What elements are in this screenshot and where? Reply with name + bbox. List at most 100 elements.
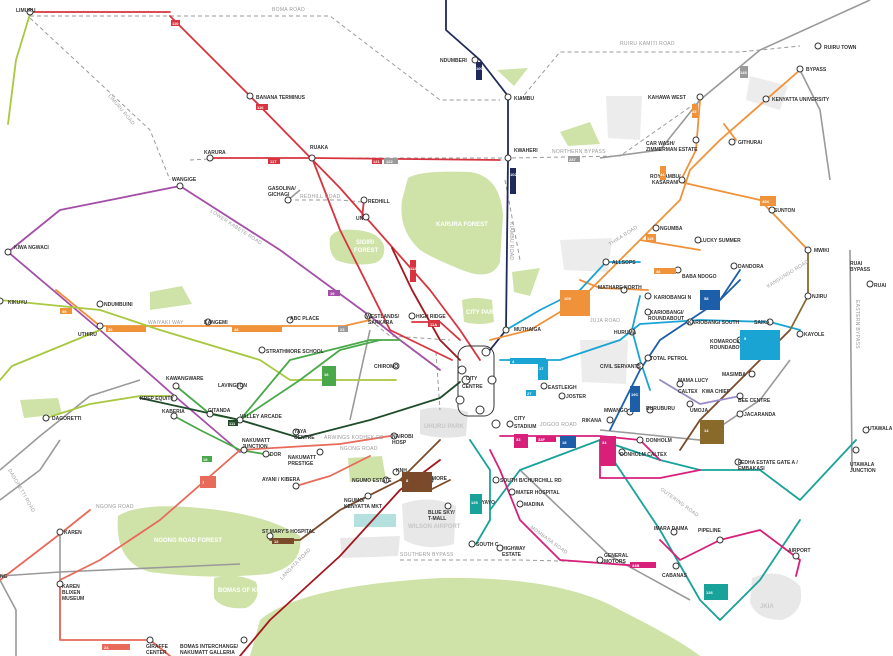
- station-kaberia[interactable]: [170, 412, 178, 420]
- station-south-c[interactable]: [468, 540, 476, 548]
- station-ruai[interactable]: [866, 280, 874, 288]
- station-ngumo-kmkt[interactable]: [364, 492, 372, 500]
- station-eastleigh[interactable]: [540, 382, 548, 390]
- station-ndumbuini[interactable]: [96, 300, 104, 308]
- station-kayole[interactable]: [796, 330, 804, 338]
- station-utawala-junction[interactable]: [852, 446, 860, 454]
- station-buruburu[interactable]: [646, 406, 654, 414]
- station-mathare-north[interactable]: [620, 286, 628, 294]
- station-un[interactable]: [362, 213, 370, 221]
- station-ndumberi[interactable]: [471, 56, 479, 64]
- station-chiromo[interactable]: [392, 362, 400, 370]
- station-kahawa-west[interactable]: [696, 93, 704, 101]
- station-karura[interactable]: [206, 154, 214, 162]
- station-donholm-caltex[interactable]: [618, 448, 626, 456]
- station-nairobi-hosp[interactable]: [390, 432, 398, 440]
- station-kiambu[interactable]: [504, 93, 512, 101]
- station-allsops[interactable]: [602, 258, 610, 266]
- station-saika[interactable]: [766, 318, 774, 326]
- station-city-centre[interactable]: [461, 375, 471, 385]
- station-pipeline[interactable]: [716, 536, 724, 544]
- hub-node-1[interactable]: [481, 347, 491, 357]
- station-krep[interactable]: [170, 394, 178, 402]
- station-limuru[interactable]: [26, 8, 34, 16]
- station-knh[interactable]: [392, 468, 400, 476]
- station-imara-daima[interactable]: [670, 528, 678, 536]
- station-civil-servants[interactable]: [636, 362, 644, 370]
- station-nakumatt[interactable]: [240, 446, 248, 454]
- station-dagoretti[interactable]: [42, 414, 50, 422]
- station-ayani[interactable]: [292, 482, 300, 490]
- hub-node-2[interactable]: [457, 365, 467, 375]
- station-sunton[interactable]: [768, 206, 776, 214]
- station-kangemi[interactable]: [204, 318, 212, 326]
- station-dandora[interactable]: [730, 262, 738, 270]
- station-south-b-churchill[interactable]: [492, 476, 500, 484]
- station-njiru[interactable]: [804, 292, 812, 300]
- station-kariobangi-r[interactable]: [644, 308, 652, 316]
- station-fedha[interactable]: [734, 458, 742, 466]
- station-kawangware[interactable]: [172, 382, 180, 390]
- station-highway[interactable]: [496, 544, 504, 552]
- hub-node-3[interactable]: [487, 375, 497, 385]
- station-ruiru-town[interactable]: [814, 42, 822, 50]
- station-westlands[interactable]: [364, 312, 372, 320]
- station-mwiki[interactable]: [804, 246, 812, 254]
- station-lucky-summer[interactable]: [694, 236, 702, 244]
- station-ngumo-estate[interactable]: [382, 476, 390, 484]
- station-huruma[interactable]: [628, 328, 636, 336]
- station-kariobangi-south[interactable]: [686, 318, 694, 326]
- station-jacaranda[interactable]: [736, 410, 744, 418]
- station-madina[interactable]: [516, 500, 524, 508]
- station-total-petrol[interactable]: [644, 354, 652, 362]
- station-dor[interactable]: [262, 450, 270, 458]
- station-kenyatta-uni[interactable]: [762, 95, 770, 103]
- station-utawala[interactable]: [862, 426, 870, 434]
- hub-node-4[interactable]: [455, 395, 465, 405]
- station-bypass[interactable]: [796, 65, 804, 73]
- station-donholm[interactable]: [636, 436, 644, 444]
- station-st-marys[interactable]: [266, 532, 274, 540]
- station-gasolina[interactable]: [284, 196, 292, 204]
- station-mama-lucy[interactable]: [676, 380, 684, 388]
- station-kikuyu[interactable]: [0, 297, 4, 305]
- station-muthaiga[interactable]: [502, 326, 510, 334]
- station-gitanda[interactable]: [206, 410, 214, 418]
- station-karen[interactable]: [56, 528, 64, 536]
- station-uthiru[interactable]: [96, 322, 104, 330]
- station-ruaka[interactable]: [308, 154, 316, 162]
- hub-node-6[interactable]: [491, 419, 501, 429]
- station-kiwa-ngwaci[interactable]: [4, 248, 12, 256]
- station-roysambu[interactable]: [678, 176, 686, 184]
- station-bomas-interchange[interactable]: [240, 636, 248, 644]
- station-kwaheri[interactable]: [504, 154, 512, 162]
- station-wangige[interactable]: [176, 182, 184, 190]
- station-city-stadium[interactable]: [506, 420, 514, 428]
- station-strathmore-school[interactable]: [258, 346, 266, 354]
- stop-label-highway-1: HIGHWAY: [502, 546, 526, 552]
- station-general-motors[interactable]: [596, 556, 604, 564]
- station-giraffe[interactable]: [146, 636, 154, 644]
- station-abc-place[interactable]: [286, 316, 294, 324]
- station-karen-blixen[interactable]: [56, 580, 64, 588]
- station-joster[interactable]: [558, 392, 566, 400]
- station-nakumatt-prestige[interactable]: [316, 448, 324, 456]
- hub-node-5[interactable]: [475, 405, 485, 415]
- station-kariobangi-n[interactable]: [644, 292, 652, 300]
- station-rikana[interactable]: [606, 416, 614, 424]
- station-lavington[interactable]: [236, 382, 244, 390]
- station-car-wash[interactable]: [692, 136, 700, 144]
- station-ngumba[interactable]: [652, 224, 660, 232]
- station-masimba[interactable]: [748, 370, 756, 378]
- station-banana[interactable]: [246, 92, 254, 100]
- station-mater[interactable]: [508, 488, 516, 496]
- station-cabanas[interactable]: [672, 562, 680, 570]
- station-umoja[interactable]: [686, 400, 694, 408]
- station-yaya[interactable]: [292, 428, 300, 436]
- station-redhill[interactable]: [360, 196, 368, 204]
- station-githurai[interactable]: [728, 138, 736, 146]
- station-bee-centre[interactable]: [736, 392, 744, 400]
- station-airport[interactable]: [792, 552, 800, 560]
- station-blue-sky[interactable]: [444, 502, 452, 510]
- station-high-ridge[interactable]: [408, 312, 416, 320]
